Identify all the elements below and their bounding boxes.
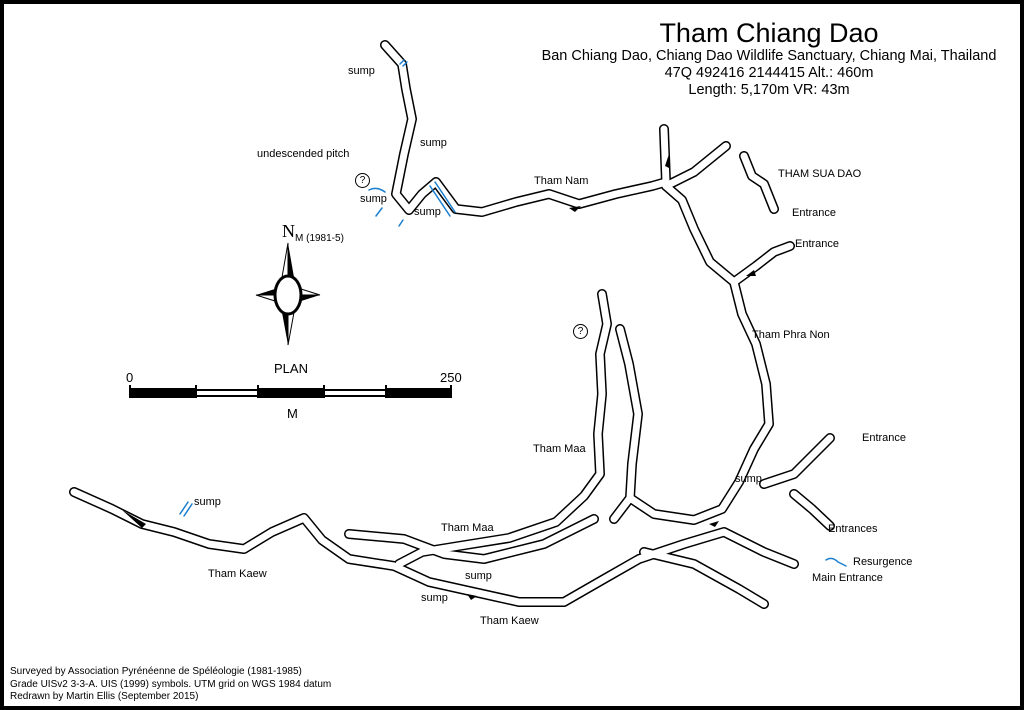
scale-bar: [129, 385, 452, 398]
label-tham-nam: Tham Nam: [534, 175, 589, 187]
label-entrance: Entrance: [792, 207, 837, 219]
map-title-block: Tham Chiang Dao Ban Chiang Dao, Chiang D…: [524, 18, 1014, 99]
credit-line: Surveyed by Association Pyrénéenne de Sp…: [10, 666, 302, 677]
north-label: N: [282, 221, 295, 241]
label-main-entrance: Main Entrance: [812, 572, 883, 584]
label-undescended-pitch: undescended pitch: [257, 148, 350, 160]
label-sump: sump: [420, 137, 447, 149]
label-entrance: Entrance: [795, 238, 840, 250]
scale-start: 0: [126, 370, 134, 385]
scale-unit: M: [287, 406, 298, 421]
label-sump: sump: [348, 65, 375, 77]
survey-credits: Surveyed by Association Pyrénéenne de Sp…: [10, 666, 331, 704]
label-tham-phra-non: Tham Phra Non: [752, 329, 830, 341]
cave-coordinates: 47Q 492416 2144415 Alt.: 460m: [664, 65, 874, 81]
water-symbols: [179, 59, 847, 567]
cave-location: Ban Chiang Dao, Chiang Dao Wildlife Sanc…: [541, 48, 997, 64]
cave-name: Tham Chiang Dao: [659, 18, 879, 48]
credit-line: Grade UISv2 3-3-A. UIS (1999) symbols. U…: [10, 678, 332, 690]
compass-rose: [255, 242, 321, 346]
label-sump: sump: [421, 592, 448, 604]
label-sump: sump: [360, 193, 387, 205]
label-tham-maa: Tham Maa: [441, 522, 494, 534]
label-entrances: Entrances: [828, 523, 878, 535]
label-sump: sump: [414, 206, 441, 218]
cave-stats: Length: 5,170m VR: 43m: [688, 82, 850, 98]
label-resurgence: Resurgence: [853, 556, 913, 568]
question-mark-symbol: ?: [355, 173, 370, 188]
label-entrance: Entrance: [862, 432, 907, 444]
slope-arrows: [122, 154, 756, 600]
question-mark-symbol: ?: [573, 324, 588, 339]
credit-line: Redrawn by Martin Ellis (September 2015): [10, 691, 199, 702]
label-tham-maa: Tham Maa: [533, 443, 586, 455]
label-sump: sump: [465, 570, 492, 582]
plan-label: PLAN: [274, 361, 308, 376]
north-subscript: M (1981-5): [295, 233, 344, 244]
passage-outline: [69, 40, 835, 609]
scale-end: 250: [440, 370, 462, 385]
passage-interior: [70, 41, 834, 608]
label-tham-sua-dao: THAM SUA DAO: [778, 168, 862, 180]
cave-passages: [69, 40, 847, 609]
label-tham-kaew: Tham Kaew: [208, 568, 267, 580]
label-tham-kaew: Tham Kaew: [480, 615, 539, 627]
label-sump: sump: [735, 473, 762, 485]
label-sump: sump: [194, 496, 221, 508]
